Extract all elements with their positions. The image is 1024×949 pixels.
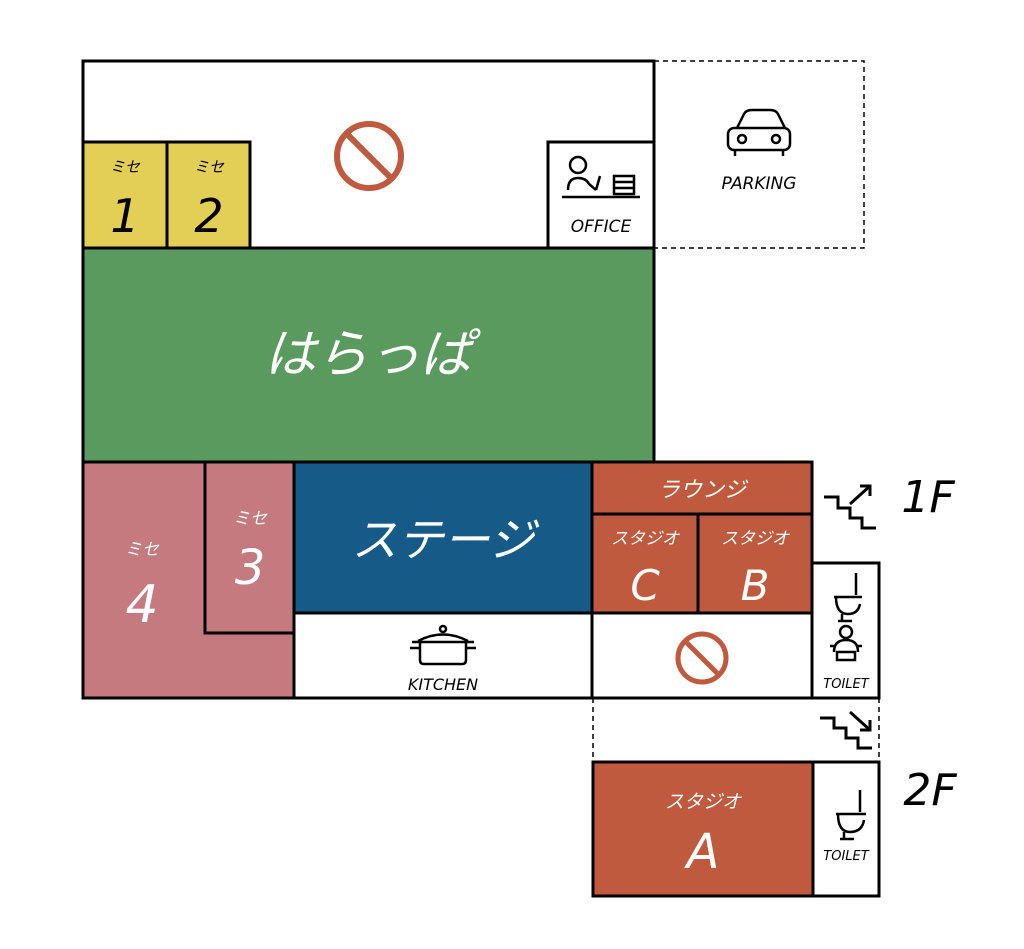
no-entry-icon <box>675 631 729 685</box>
room-mise-2-number: 2 <box>194 189 223 243</box>
room-mise-4-number: 4 <box>125 575 158 635</box>
room-studio-b[interactable]: スタジオ B <box>696 512 814 615</box>
stair-connector <box>592 698 880 762</box>
toilet-icon <box>836 790 866 841</box>
room-studio-a[interactable]: スタジオ A <box>591 760 815 898</box>
area-stage[interactable]: ステージ <box>292 460 594 615</box>
room-kitchen[interactable]: KITCHEN <box>292 611 594 700</box>
room-toilet-1f-label: TOILET <box>823 677 869 692</box>
room-office[interactable]: OFFICE <box>546 140 656 250</box>
room-mise-3[interactable]: ミセ 3 <box>203 460 296 635</box>
room-office-label: OFFICE <box>571 217 632 237</box>
area-parking-label: PARKING <box>722 174 797 194</box>
room-studio-c[interactable]: スタジオ C <box>590 512 700 615</box>
stairs-down-icon <box>820 710 872 750</box>
room-studio-a-label: スタジオ <box>665 791 742 813</box>
room-mise-2[interactable]: ミセ 2 <box>165 140 252 250</box>
room-studio-a-letter: A <box>684 824 720 880</box>
room-toilet-2f[interactable]: TOILET <box>811 760 881 898</box>
area-harappa[interactable]: はらっぱ <box>81 246 656 464</box>
restricted-area-bottom <box>590 611 814 700</box>
floor-label-1f: 1F <box>901 472 955 523</box>
room-mise-3-number: 3 <box>235 540 266 596</box>
office-desk-icon <box>562 155 640 199</box>
area-stage-label: ステージ <box>351 513 539 567</box>
toilet-icon <box>834 573 862 623</box>
baby-icon <box>830 624 862 662</box>
stairs-up-icon <box>824 484 876 530</box>
room-toilet-1f[interactable]: TOILET <box>810 561 881 700</box>
room-mise-3-label: ミセ <box>233 509 268 529</box>
room-studio-b-label: スタジオ <box>721 529 790 549</box>
area-lounge[interactable]: ラウンジ <box>590 460 814 516</box>
room-mise-1-label: ミセ <box>110 158 141 176</box>
room-mise-1[interactable]: ミセ 1 <box>81 140 169 250</box>
room-studio-c-label: スタジオ <box>611 529 680 549</box>
room-mise-1-number: 1 <box>110 189 139 243</box>
floor-label-2f: 2F <box>903 765 957 816</box>
room-toilet-2f-label: TOILET <box>823 849 869 864</box>
room-studio-c-letter: C <box>630 561 660 610</box>
room-mise-4-label: ミセ <box>125 540 160 560</box>
pot-icon <box>410 624 476 666</box>
room-studio-b-letter: B <box>741 561 770 610</box>
area-parking[interactable]: PARKING <box>653 60 865 249</box>
area-lounge-label: ラウンジ <box>658 478 749 503</box>
room-mise-2-label: ミセ <box>194 158 225 176</box>
room-kitchen-label: KITCHEN <box>408 675 478 694</box>
no-entry-icon <box>334 121 404 191</box>
area-harappa-label: はらっぱ <box>264 325 482 385</box>
car-icon <box>726 108 792 156</box>
